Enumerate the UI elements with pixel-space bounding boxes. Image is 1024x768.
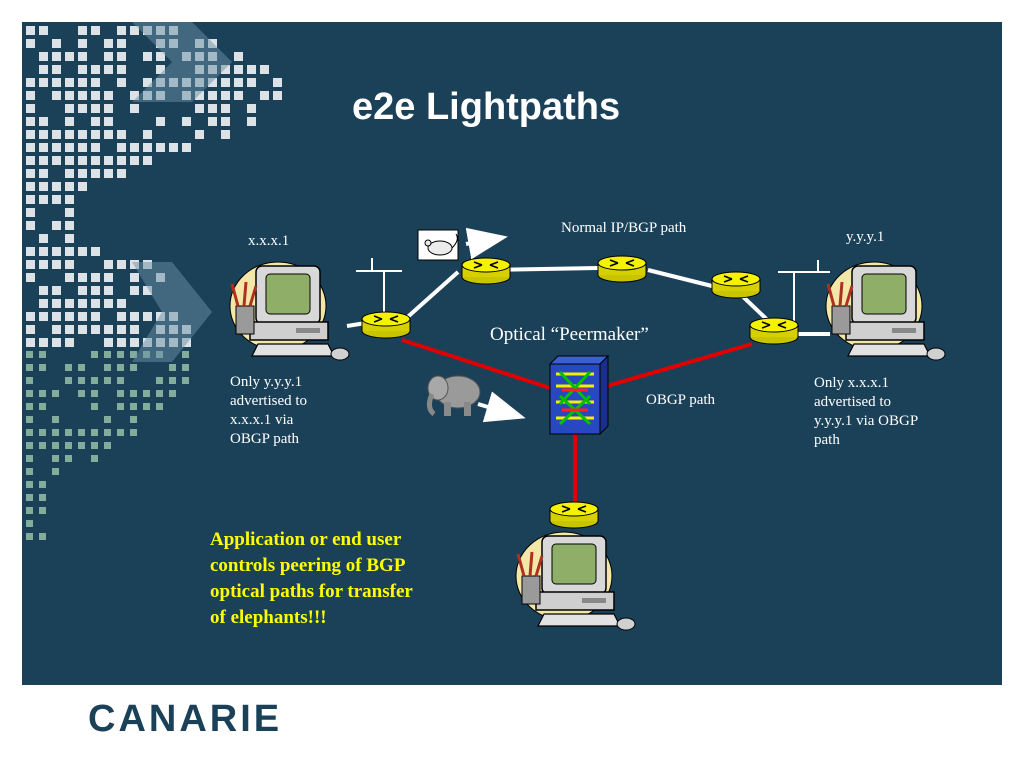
normal-path-label: Normal IP/BGP path [561,220,687,236]
right-host-label: y.y.y.1 [846,229,885,245]
elephant-icon [426,375,481,416]
router-icon [549,501,599,529]
optical-switch-icon [548,354,610,436]
mouse-animal-icon [417,229,459,261]
computer-icon [228,260,351,362]
callout-text: Application or end user controls peering… [210,529,413,628]
canarie-logo: CANARIE [88,698,283,740]
left-note: Only y.y.y.1 advertised to x.x.x.1 via O… [230,374,308,447]
router-icon [461,257,511,285]
obgp-optical-links [401,338,753,508]
router-icon [597,255,647,283]
router-icon [361,311,411,339]
computer-icon [514,530,637,632]
computer-icon [824,260,947,362]
arrow-icon [477,391,526,423]
slide-title: e2e Lightpaths [352,86,621,128]
slide: e2e Lightpaths x.x.x.1 y.y.y.1 Normal IP… [22,22,1002,685]
router-icon [711,271,761,299]
router-icon [749,317,799,345]
link-stubs [356,258,830,322]
right-note: Only x.x.x.1 advertised to y.y.y.1 via O… [814,375,919,448]
obgp-path-label: OBGP path [646,392,716,408]
network-diagram [26,22,947,632]
arrow-icon [465,227,508,260]
pixel-pattern-decoration [26,22,282,540]
peermaker-label: Optical “Peermaker” [490,324,649,345]
left-host-label: x.x.x.1 [248,233,290,249]
